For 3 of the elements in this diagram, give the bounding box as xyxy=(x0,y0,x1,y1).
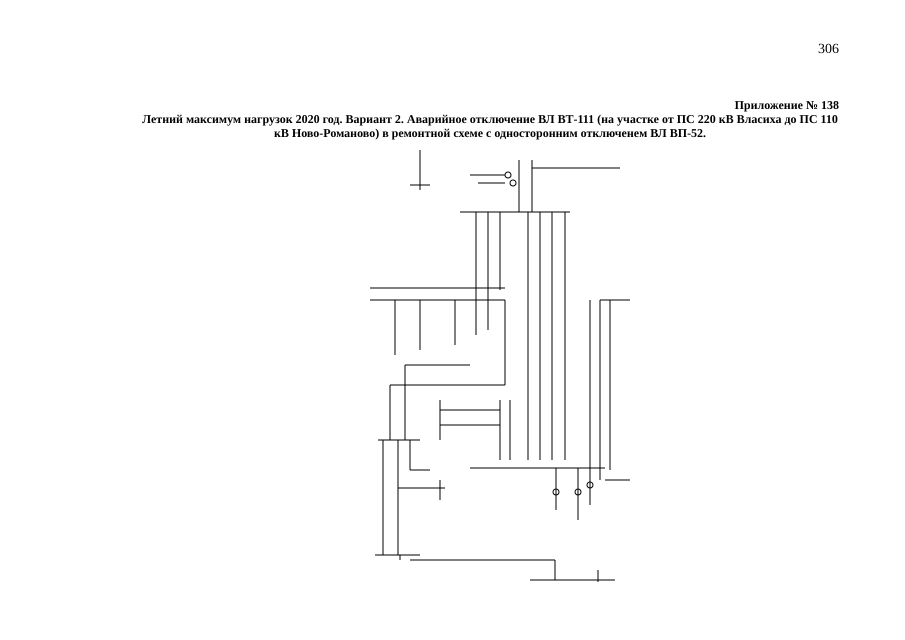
diagram-title: Летний максимум нагрузок 2020 год. Вариант 2. Аварийное отключение ВЛ ВТ-111 (на участке от ПС 220 кВ Власиха до ПС 110 кВ Ново-Романово) в ремонтной схеме с односторонним отключенем ВЛ ВП-52. xyxy=(141,112,839,140)
page-number: 306 xyxy=(818,42,839,58)
appendix-label: Приложение № 138 xyxy=(734,98,839,113)
